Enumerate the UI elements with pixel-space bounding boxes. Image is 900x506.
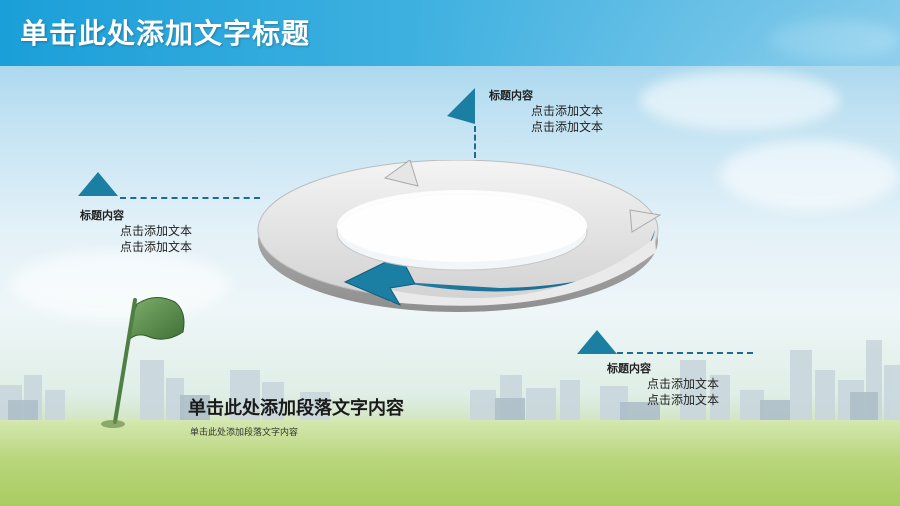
connector-line: [474, 126, 476, 158]
label-block-left[interactable]: 标题内容 点击添加文本 点击添加文本: [80, 207, 192, 255]
golf-flag-icon: [101, 297, 185, 428]
title-bar: [0, 0, 900, 66]
cloud: [10, 250, 230, 320]
label-title: 标题内容: [607, 362, 651, 375]
cloud: [720, 140, 900, 210]
label-line: 点击添加文本: [531, 120, 604, 134]
connector-line: [120, 197, 260, 199]
label-line: 点击添加文本: [647, 393, 720, 407]
label-line: 点击添加文本: [120, 224, 193, 238]
grass-field: [0, 420, 900, 506]
cycle-arrows-icon: [257, 160, 662, 312]
triangle-marker-icon: [78, 172, 118, 196]
triangle-marker-icon: [577, 330, 617, 354]
label-line: 点击添加文本: [120, 240, 193, 254]
cloud: [640, 70, 840, 130]
paragraph-subtitle[interactable]: 单击此处添加段落文字内容: [190, 428, 299, 438]
connector-line: [617, 352, 753, 354]
label-block-right[interactable]: 标题内容 点击添加文本 点击添加文本: [607, 360, 719, 408]
label-title: 标题内容: [80, 209, 124, 222]
paragraph-title[interactable]: 单击此处添加段落文字内容: [188, 398, 404, 419]
label-line: 点击添加文本: [647, 377, 720, 391]
label-title: 标题内容: [489, 89, 533, 102]
label-line: 点击添加文本: [531, 104, 604, 118]
label-block-top[interactable]: 标题内容 点击添加文本 点击添加文本: [489, 87, 603, 135]
slide-title[interactable]: 单击此处添加文字标题: [20, 17, 311, 50]
triangle-marker-icon: [447, 88, 475, 124]
